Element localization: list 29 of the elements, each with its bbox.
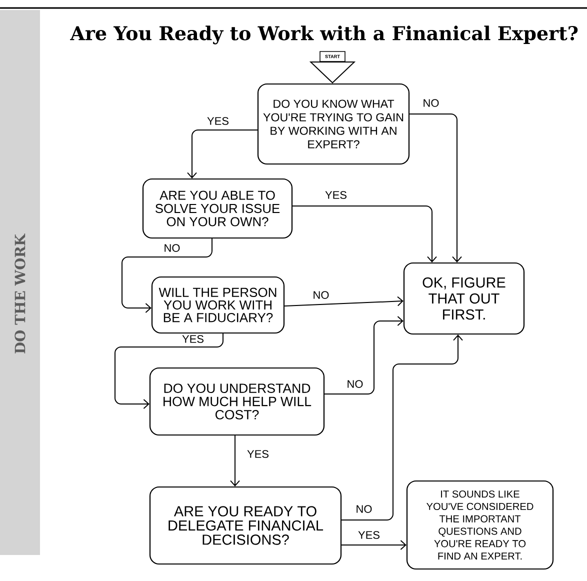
edge-label: NO: [422, 98, 440, 108]
question-box: ARE YOU READY TO DELEGATE FINANCIAL DECISIONS?: [149, 486, 342, 565]
arrow: [187, 130, 258, 178]
question-box: ARE YOU ABLE TO SOLVE YOUR ISSUE ON YOUR OWN?: [142, 178, 293, 239]
outcome-box: IT SOUNDS LIKE YOU'VE CONSIDERED THE IMPORTANT QUESTIONS AND YOU'RE READY TO FIND AN EXPERT.: [406, 480, 554, 570]
arrow: [284, 296, 404, 306]
outcome-box: OK, FIGURE THAT OUT FIRST.: [403, 262, 525, 335]
arrow: [341, 540, 406, 550]
arrow: [292, 206, 437, 262]
question-box: DO YOU KNOW WHAT YOU'RE TRYING TO GAIN BY WORKING WITH AN EXPERT?: [257, 83, 410, 165]
edge-label: NO: [346, 379, 364, 389]
question-box: DO YOU UNDERSTAND HOW MUCH HELP WILL COST?: [149, 367, 325, 436]
question-box: WILL THE PERSON YOU WORK WITH BE A FIDUCIARY?: [151, 276, 285, 334]
edge-label: NO: [354, 504, 374, 514]
arrow: [114, 333, 224, 409]
side-label: DO THE WORK: [14, 234, 26, 354]
edge-label: YES: [357, 530, 381, 540]
edge-label: YES: [206, 116, 230, 126]
edge-label: YES: [324, 190, 348, 200]
arrow: [122, 238, 212, 313]
arrow: [230, 435, 240, 486]
arrow: [409, 114, 462, 262]
arrow: [341, 334, 463, 520]
edge-label: YES: [246, 449, 270, 459]
arrow: [324, 316, 404, 394]
edge-label: NO: [162, 243, 182, 253]
edge-label: YES: [181, 334, 205, 344]
edge-label: NO: [312, 290, 330, 300]
title: Are You Ready to Work with a Finanical Expert?: [70, 26, 578, 44]
